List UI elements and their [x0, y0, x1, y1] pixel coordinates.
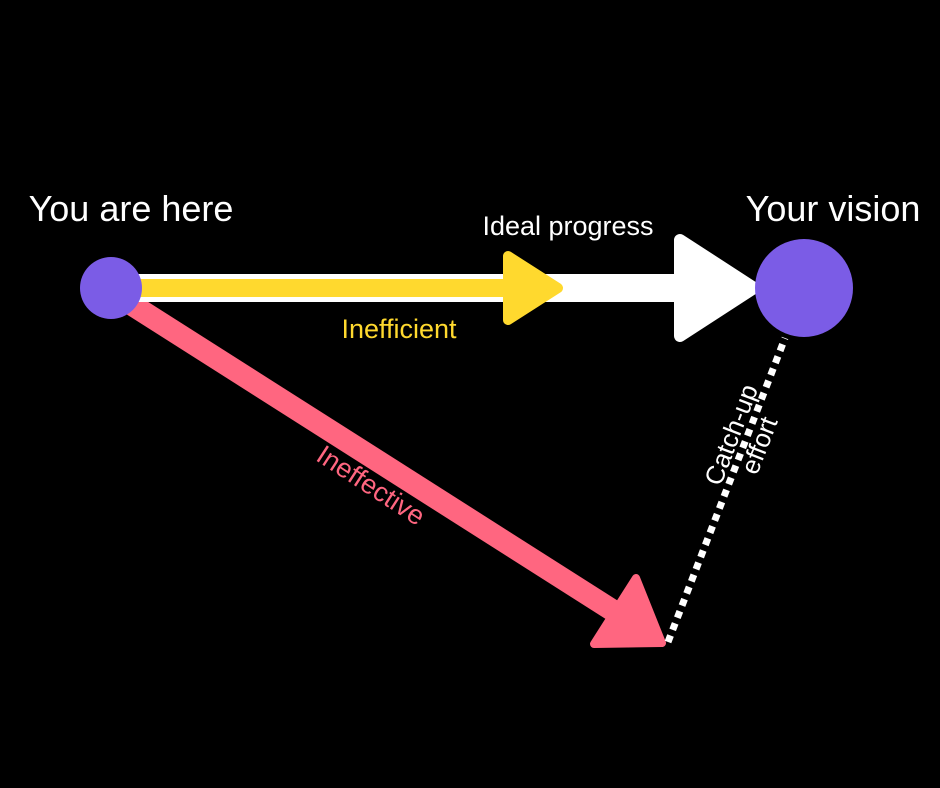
start-label: You are here — [29, 188, 234, 229]
ideal-progress-label: Ideal progress — [482, 211, 653, 241]
inefficient-arrow-shaft — [138, 279, 510, 297]
vision-node — [755, 239, 853, 337]
inefficient-arrow — [138, 251, 563, 325]
catch-up-effort-line — [664, 336, 789, 644]
catch-up-effort-label: Catch-up effort — [698, 380, 784, 489]
ideal-progress-arrow-head — [674, 234, 760, 342]
ineffective-arrow-head — [590, 574, 666, 648]
ineffective-arrow-shaft — [106, 282, 618, 620]
ineffective-arrow — [106, 282, 666, 648]
start-node — [80, 257, 142, 319]
inefficient-arrow-head — [503, 251, 563, 325]
inefficient-label: Inefficient — [341, 314, 457, 344]
vision-label: Your vision — [746, 188, 921, 229]
